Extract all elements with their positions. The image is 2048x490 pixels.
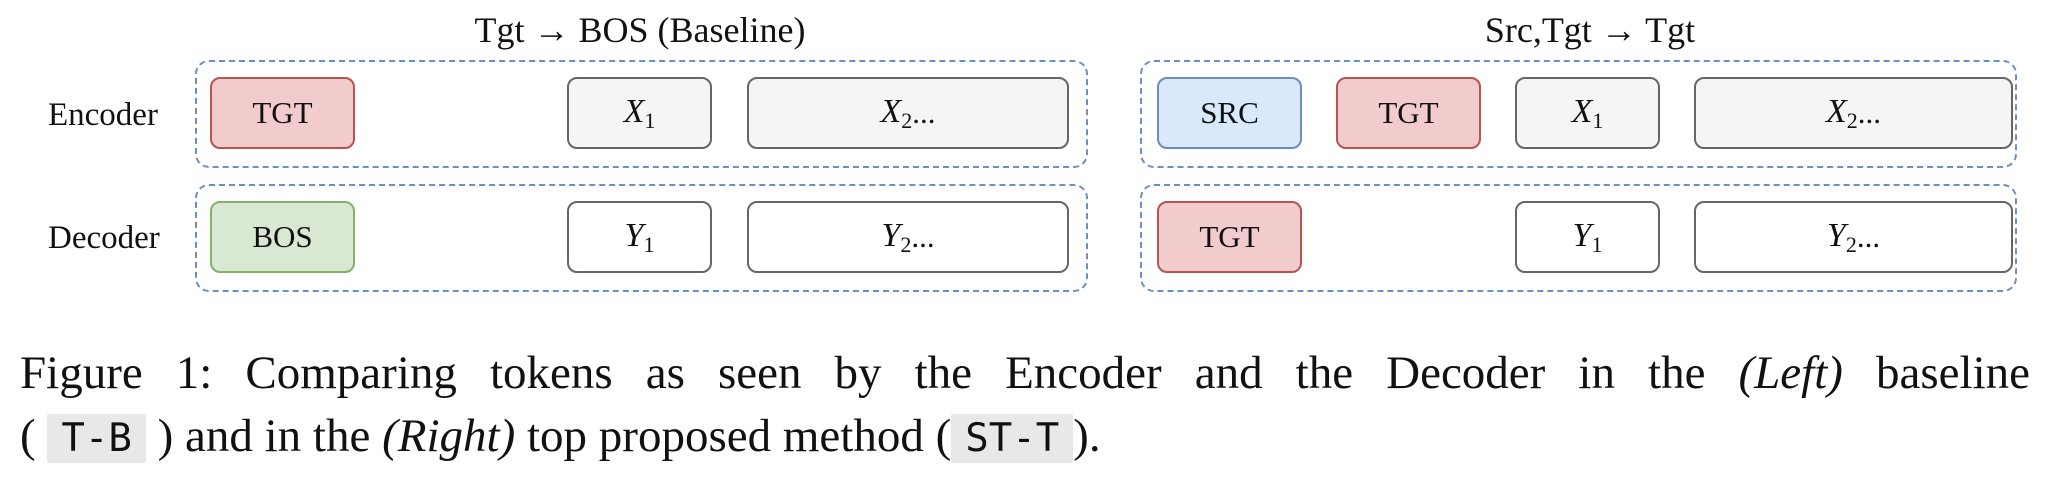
method-code-stt: ST-T <box>951 414 1074 463</box>
token-variable: Y2 <box>881 216 912 257</box>
left-panel-title: Tgt → BOS (Baseline) <box>474 10 806 50</box>
token-variable: X2 <box>880 92 913 133</box>
left-encoder-group <box>195 60 1088 168</box>
token-ellipsis: ... <box>912 95 936 130</box>
right-decoder-y2-token: Y2... <box>1694 201 2013 273</box>
token-ellipsis: ... <box>1856 219 1881 254</box>
caption-text: Figure 1: Comparing tokens as seen by th… <box>20 347 1706 399</box>
token-variable: Y1 <box>624 216 655 257</box>
caption-text: ). <box>1073 410 1101 462</box>
token-label: TGT <box>1378 95 1439 130</box>
right-encoder-x2-token: X2... <box>1694 77 2013 149</box>
left-decoder-y2-token: Y2... <box>747 201 1069 273</box>
right-decoder-tgt-token: TGT <box>1157 201 1302 273</box>
encoder-row-label: Encoder <box>48 97 158 133</box>
right-decoder-y1-token: Y1 <box>1515 201 1660 273</box>
token-label: SRC <box>1200 95 1259 130</box>
decoder-row-label: Decoder <box>48 220 160 256</box>
right-encoder-src-token: SRC <box>1157 77 1302 149</box>
token-ellipsis: ... <box>911 219 935 254</box>
left-decoder-group <box>195 184 1088 292</box>
token-label: TGT <box>252 95 313 130</box>
caption-text: ( <box>20 410 36 462</box>
caption-left-word: (Left) <box>1738 347 1843 399</box>
left-encoder-tgt-token: TGT <box>210 77 355 149</box>
caption-text: ) and in the <box>157 410 371 462</box>
token-variable: Y1 <box>1572 216 1603 257</box>
left-encoder-x1-token: X1 <box>567 77 712 149</box>
right-encoder-tgt-token: TGT <box>1336 77 1481 149</box>
figure-caption-line2: ( T-B ) and in the (Right) top proposed … <box>20 405 1101 470</box>
caption-right-word: (Right) <box>382 410 516 462</box>
token-variable: X1 <box>1571 92 1604 133</box>
right-panel-title: Src,Tgt → Tgt <box>1484 10 1696 50</box>
token-label: TGT <box>1199 219 1260 254</box>
method-code-tb: T-B <box>47 414 146 463</box>
caption-text: baseline <box>1876 347 2031 399</box>
right-decoder-group <box>1140 184 2017 292</box>
right-encoder-group <box>1140 60 2017 168</box>
caption-text: top proposed method ( <box>527 410 952 462</box>
token-variable: X1 <box>623 92 656 133</box>
right-encoder-x1-token: X1 <box>1515 77 1660 149</box>
token-variable: X2 <box>1825 92 1858 133</box>
left-decoder-bos-token: BOS <box>210 201 355 273</box>
left-encoder-x2-token: X2... <box>747 77 1069 149</box>
token-variable: Y2 <box>1826 216 1857 257</box>
token-label: BOS <box>252 219 313 254</box>
token-ellipsis: ... <box>1857 95 1882 130</box>
left-decoder-y1-token: Y1 <box>567 201 712 273</box>
figure-caption-line1: Figure 1: Comparing tokens as seen by th… <box>20 342 2030 405</box>
